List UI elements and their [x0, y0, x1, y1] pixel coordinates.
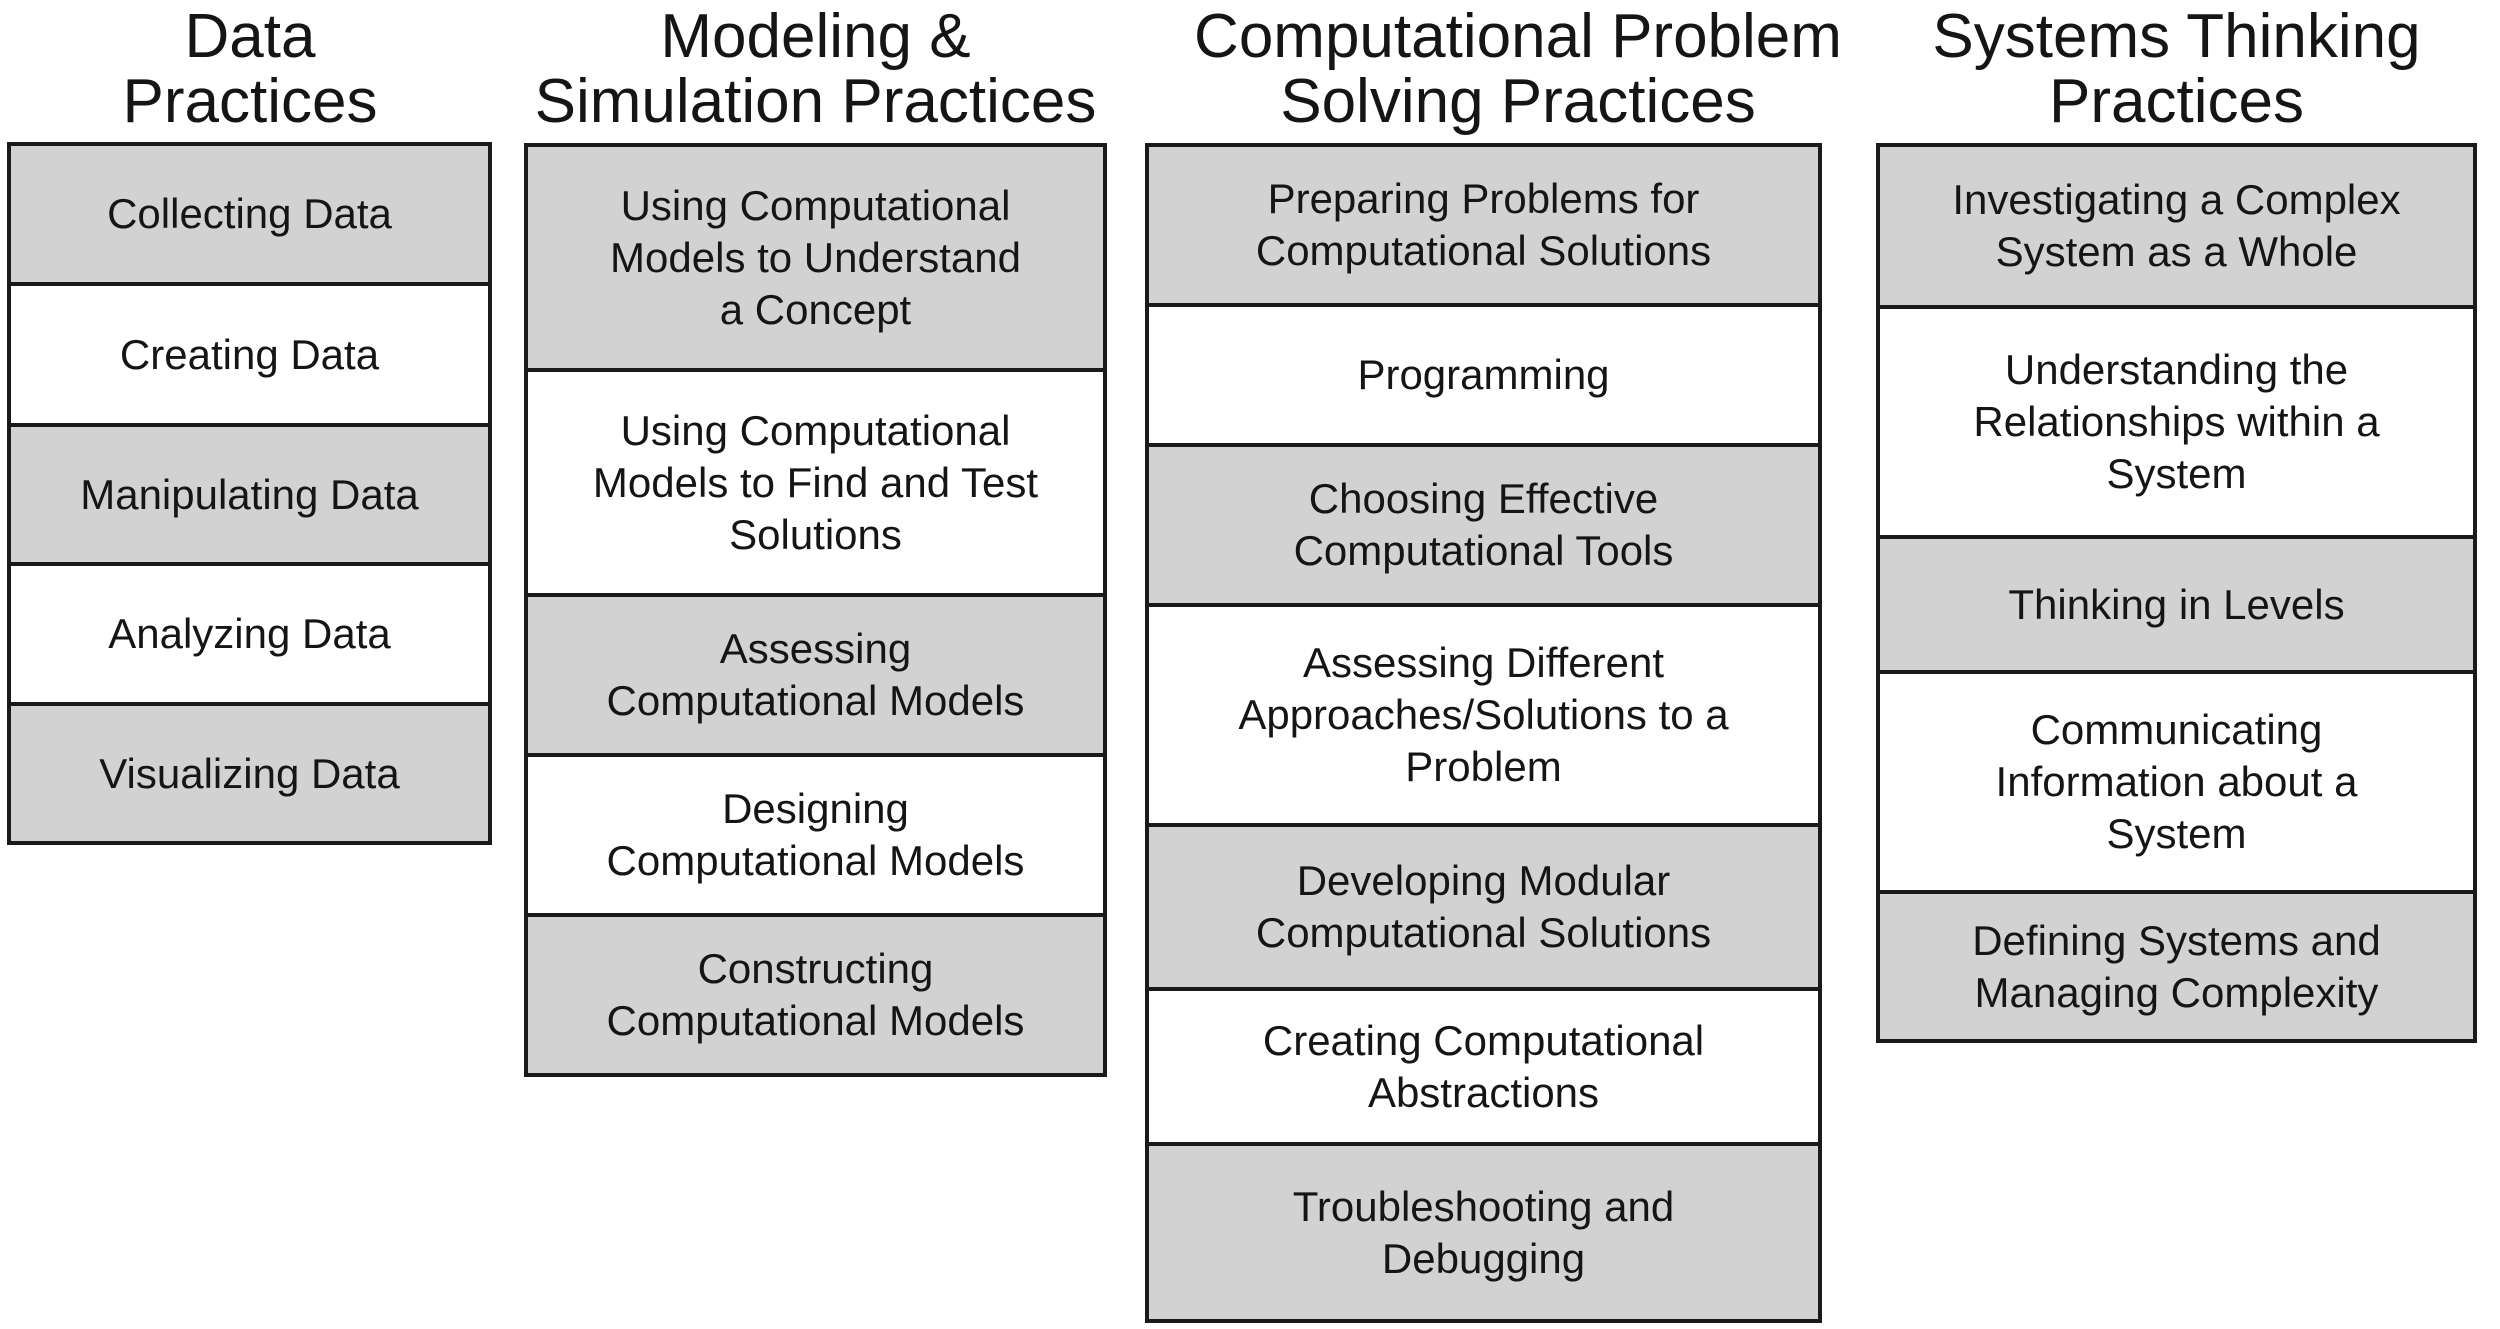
column-header-modeling-simulation-practices: Modeling & Simulation Practices [534, 2, 1097, 136]
practice-cell: Preparing Problems for Computational Sol… [1149, 147, 1818, 307]
practice-cell: Developing Modular Computational Solutio… [1149, 827, 1818, 991]
practice-cell: Troubleshooting and Debugging [1149, 1146, 1818, 1319]
practice-cell: Designing Computational Models [528, 757, 1103, 917]
column-systems-thinking-practices: Investigating a Complex System as a Whol… [1876, 143, 2477, 1043]
practice-cell: Manipulating Data [11, 427, 488, 566]
practice-cell: Collecting Data [11, 146, 488, 286]
column-data-practices: Collecting Data Creating Data Manipulati… [7, 142, 492, 845]
column-header-data-practices: Data Practices [122, 2, 378, 136]
practice-cell: Understanding the Relationships within a… [1880, 309, 2473, 539]
practice-cell: Using Computational Models to Find and T… [528, 372, 1103, 597]
practice-cell: Creating Data [11, 286, 488, 427]
practice-cell: Assessing Different Approaches/Solutions… [1149, 607, 1818, 827]
practice-cell: Defining Systems and Managing Complexity [1880, 894, 2473, 1039]
practice-cell: Thinking in Levels [1880, 539, 2473, 674]
practice-cell: Constructing Computational Models [528, 917, 1103, 1073]
column-modeling-simulation-practices: Using Computational Models to Understand… [524, 143, 1107, 1077]
column-computational-problem-solving-practices: Preparing Problems for Computational Sol… [1145, 143, 1822, 1323]
practice-cell: Creating Computational Abstractions [1149, 991, 1818, 1146]
practice-cell: Programming [1149, 307, 1818, 447]
practice-cell: Analyzing Data [11, 566, 488, 706]
practice-cell: Assessing Computational Models [528, 597, 1103, 757]
column-header-systems-thinking-practices: Systems Thinking Practices [1932, 2, 2421, 136]
practice-cell: Visualizing Data [11, 706, 488, 841]
practice-cell: Communicating Information about a System [1880, 674, 2473, 894]
practice-cell: Choosing Effective Computational Tools [1149, 447, 1818, 607]
practice-cell: Using Computational Models to Understand… [528, 147, 1103, 372]
practice-cell: Investigating a Complex System as a Whol… [1880, 147, 2473, 309]
column-header-computational-problem-solving-practices: Computational Problem Solving Practices [1194, 2, 1842, 136]
